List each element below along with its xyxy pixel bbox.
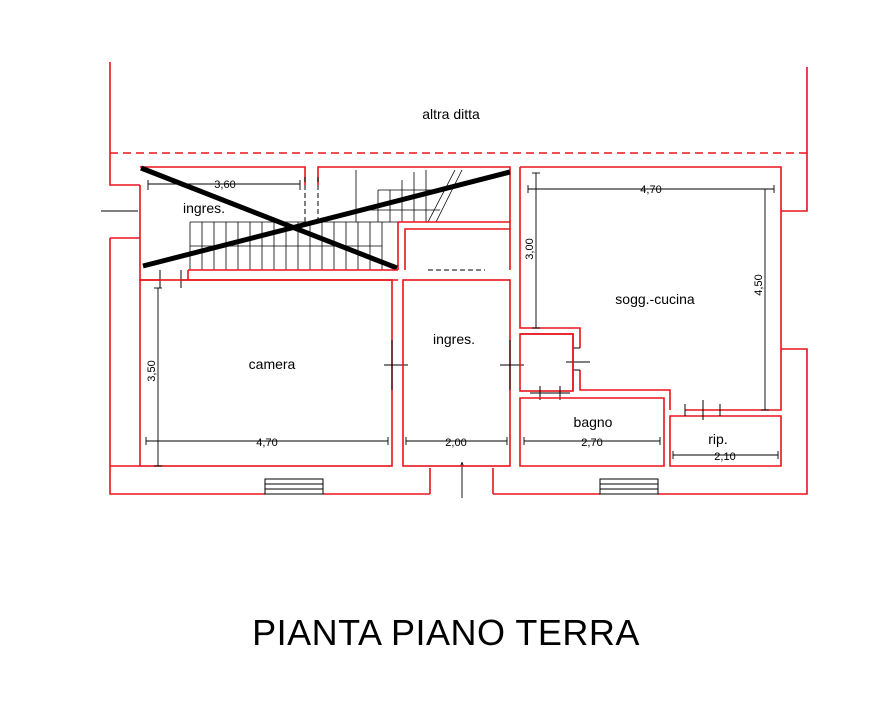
room-label-ingres-mid: ingres. [433,331,475,347]
window-camera [264,478,324,495]
room-label-ingres-top: ingres. [183,200,225,216]
dim-camera-height: 3,50 [146,360,158,381]
neighbor-area: altra ditta [109,62,808,154]
dim-ingres-mid-width: 2,00 [445,437,466,449]
dim-sogg-width: 4,70 [640,184,661,196]
neighbor-label: altra ditta [422,106,480,122]
window-bagno [599,478,659,495]
room-ingres: 2,00 ingres. [402,279,524,467]
dim-bagno-width: 2,70 [581,437,602,449]
closet [519,333,574,400]
room-label-camera: camera [249,356,296,372]
dim-sogg-left-height: 3,00 [524,238,536,259]
room-camera: 3,50 4,70 camera [110,269,408,467]
room-label-sogg-cucina: sogg.-cucina [615,291,695,307]
dim-rip-width: 2,10 [714,451,735,463]
demolition-cross [140,165,398,271]
room-label-bagno: bagno [574,414,613,430]
plan-title: PIANTA PIANO TERRA [252,612,640,653]
main-entrance [429,462,494,498]
stair-area: 3,60 ingres. [140,165,511,281]
room-rip: 2,10 rip. [669,400,782,467]
dim-sogg-height: 4,50 [753,274,765,295]
room-bagno: 2,70 bagno [519,397,665,467]
floor-plan: altra ditta [101,62,808,498]
room-sogg-cucina: 4,70 3,00 4,50 sogg.-cucina [519,166,782,411]
dim-camera-width: 4,70 [256,437,277,449]
dim-ingres-top-width: 3,60 [214,179,235,191]
room-label-rip: rip. [708,431,727,447]
